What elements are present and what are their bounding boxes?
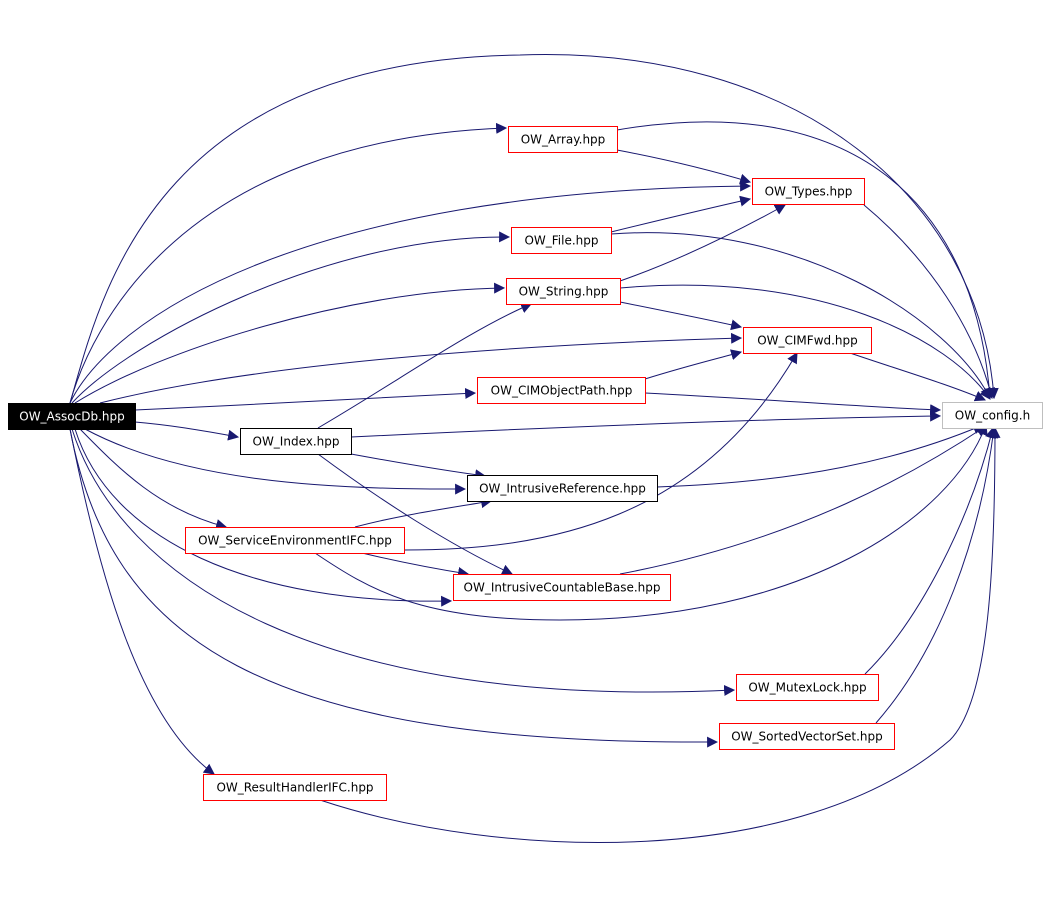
node-array[interactable]: OW_Array.hpp bbox=[508, 126, 618, 153]
node-types[interactable]: OW_Types.hpp bbox=[752, 178, 865, 205]
node-cimobjectpath[interactable]: OW_CIMObjectPath.hpp bbox=[477, 377, 646, 404]
node-mutexlock[interactable]: OW_MutexLock.hpp bbox=[736, 674, 879, 701]
edge-index-to-string bbox=[317, 302, 533, 429]
node-box-serviceenv bbox=[185, 527, 405, 554]
edge-assocdb-to-intrusiveref bbox=[84, 428, 467, 495]
node-index[interactable]: OW_Index.hpp bbox=[240, 428, 352, 455]
node-box-array bbox=[508, 126, 618, 153]
edge-mutexlock-to-config bbox=[864, 426, 996, 675]
edges-layer bbox=[69, 54, 1001, 843]
edge-assocdb-to-string bbox=[74, 282, 506, 404]
edge-intrusivecountable-to-config bbox=[619, 425, 987, 575]
node-box-mutexlock bbox=[736, 674, 879, 701]
edge-types-to-config bbox=[863, 204, 995, 400]
node-box-assocdb bbox=[8, 403, 136, 430]
node-box-intrusivecountable bbox=[453, 574, 671, 601]
node-sortedvectorset[interactable]: OW_SortedVectorSet.hpp bbox=[719, 723, 895, 750]
node-intrusivecountable[interactable]: OW_IntrusiveCountableBase.hpp bbox=[453, 574, 671, 601]
node-label-cimobjectpath: OW_CIMObjectPath.hpp bbox=[491, 384, 633, 398]
node-label-string: OW_String.hpp bbox=[519, 285, 609, 299]
node-label-assocdb: OW_AssocDb.hpp bbox=[19, 410, 124, 424]
node-label-sortedvectorset: OW_SortedVectorSet.hpp bbox=[731, 730, 883, 744]
edge-serviceenv-to-config bbox=[314, 423, 988, 621]
edge-assocdb-to-resulthandler bbox=[69, 428, 215, 775]
edge-cimobjectpath-to-config bbox=[644, 392, 942, 416]
edge-file-to-types bbox=[610, 195, 752, 233]
edge-assocdb-to-config bbox=[69, 54, 999, 404]
edge-assocdb-to-file bbox=[71, 231, 511, 404]
edge-file-to-config bbox=[610, 232, 991, 399]
node-label-config: OW_config.h bbox=[955, 409, 1030, 423]
node-box-config bbox=[942, 402, 1043, 429]
node-box-intrusiveref bbox=[467, 475, 658, 502]
nodes-layer: OW_AssocDb.hpp OW_Array.hppOW_Types.hppOW… bbox=[8, 126, 1043, 801]
node-box-cimobjectpath bbox=[477, 377, 646, 404]
node-box-sortedvectorset bbox=[719, 723, 895, 750]
node-label-array: OW_Array.hpp bbox=[521, 133, 606, 147]
node-label-types: OW_Types.hpp bbox=[765, 185, 853, 199]
edge-index-to-intrusiveref bbox=[350, 453, 487, 481]
edge-array-to-types bbox=[616, 149, 752, 185]
edge-assocdb-to-cimobjectpath bbox=[134, 387, 477, 411]
edge-assocdb-to-mutexlock bbox=[71, 428, 736, 696]
edge-array-to-config bbox=[616, 121, 995, 400]
node-label-intrusivecountable: OW_IntrusiveCountableBase.hpp bbox=[464, 581, 661, 595]
edge-serviceenv-to-intrusivecountable bbox=[361, 552, 470, 578]
node-box-file bbox=[511, 227, 612, 254]
edge-cimobjectpath-to-cimfwd bbox=[644, 349, 743, 380]
node-box-types bbox=[752, 178, 865, 205]
node-file[interactable]: OW_File.hpp bbox=[511, 227, 612, 254]
node-cimfwd[interactable]: OW_CIMFwd.hpp bbox=[743, 327, 872, 354]
node-string[interactable]: OW_String.hpp bbox=[506, 278, 621, 305]
node-resulthandler[interactable]: OW_ResultHandlerIFC.hpp bbox=[203, 774, 387, 801]
edge-assocdb-to-types bbox=[69, 180, 752, 404]
node-box-resulthandler bbox=[203, 774, 387, 801]
edge-string-to-types bbox=[619, 204, 786, 282]
node-intrusiveref[interactable]: OW_IntrusiveReference.hpp bbox=[467, 475, 658, 502]
edge-serviceenv-to-cimfwd bbox=[403, 352, 798, 551]
edge-string-to-config bbox=[619, 284, 991, 400]
node-serviceenv[interactable]: OW_ServiceEnvironmentIFC.hpp bbox=[185, 527, 405, 554]
node-box-index bbox=[240, 428, 352, 455]
node-label-intrusiveref: OW_IntrusiveReference.hpp bbox=[479, 482, 646, 496]
edge-assocdb-to-array bbox=[69, 122, 508, 404]
edge-cimfwd-to-config bbox=[849, 352, 987, 402]
edge-string-to-cimfwd bbox=[619, 301, 743, 331]
edge-serviceenv-to-intrusiveref bbox=[354, 497, 493, 528]
node-label-file: OW_File.hpp bbox=[524, 234, 598, 248]
edge-assocdb-to-index bbox=[134, 421, 240, 441]
edge-index-to-intrusivecountable bbox=[317, 453, 513, 575]
node-config[interactable]: OW_config.h bbox=[942, 402, 1043, 429]
node-label-serviceenv: OW_ServiceEnvironmentIFC.hpp bbox=[198, 534, 392, 548]
edge-assocdb-to-serviceenv bbox=[79, 428, 228, 530]
edge-sortedvectorset-to-config bbox=[875, 426, 999, 724]
edge-assocdb-to-intrusivecountable bbox=[74, 428, 453, 607]
edge-intrusiveref-to-config bbox=[656, 423, 985, 488]
node-assocdb[interactable]: OW_AssocDb.hpp bbox=[8, 403, 136, 430]
edge-assocdb-to-sortedvectorset bbox=[69, 428, 719, 748]
node-label-cimfwd: OW_CIMFwd.hpp bbox=[757, 334, 858, 348]
node-box-cimfwd bbox=[743, 327, 872, 354]
node-label-index: OW_Index.hpp bbox=[253, 435, 340, 449]
node-label-resulthandler: OW_ResultHandlerIFC.hpp bbox=[216, 781, 373, 795]
edge-resulthandler-to-config bbox=[319, 426, 1001, 843]
node-label-mutexlock: OW_MutexLock.hpp bbox=[748, 681, 866, 695]
node-box-string bbox=[506, 278, 621, 305]
edge-index-to-config bbox=[350, 410, 942, 438]
edge-assocdb-to-cimfwd bbox=[99, 332, 743, 404]
